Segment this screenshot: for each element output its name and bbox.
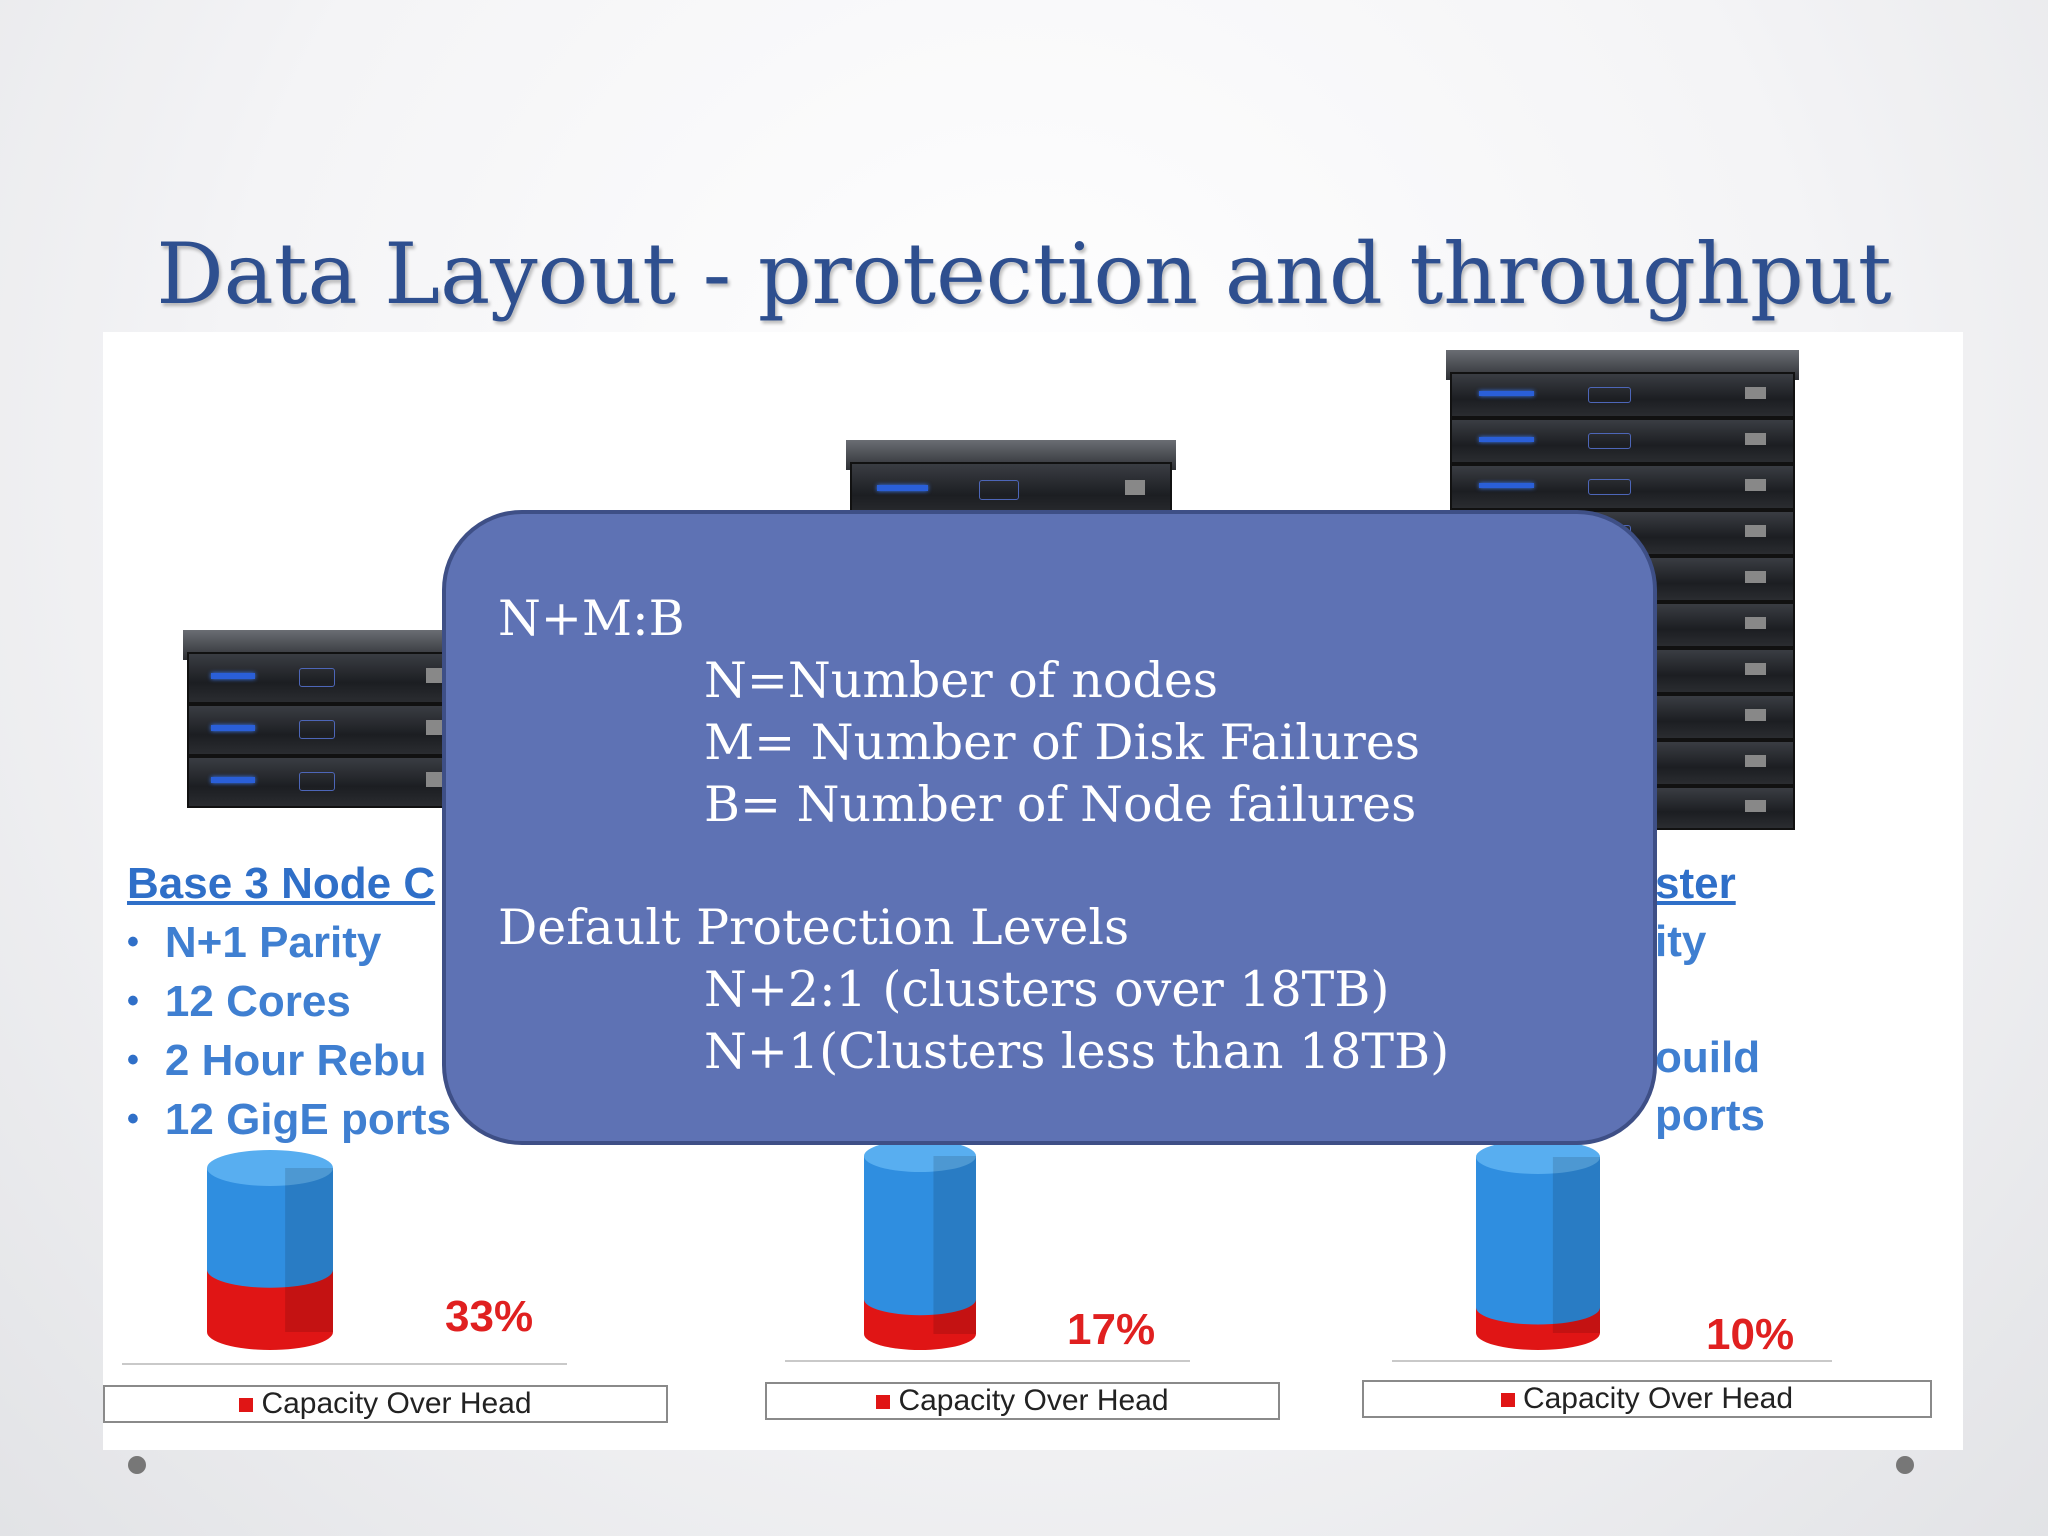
overhead-cylinder-2 bbox=[864, 1140, 976, 1350]
decorative-dot-left bbox=[128, 1456, 146, 1474]
cluster-1-bullet: 12 GigE ports bbox=[127, 1090, 451, 1149]
chart-baseline-2 bbox=[785, 1360, 1190, 1362]
chart-baseline-1 bbox=[122, 1363, 567, 1365]
callout-level: N+1(Clusters less than 18TB) bbox=[704, 1023, 1450, 1080]
cylinder-overhead-segment bbox=[207, 1269, 333, 1350]
cylinder-top bbox=[864, 1140, 976, 1172]
legend-2: Capacity Over Head bbox=[765, 1382, 1280, 1420]
cylinder-top bbox=[1476, 1140, 1600, 1174]
legend-swatch bbox=[876, 1395, 891, 1409]
server-stack-middle bbox=[846, 440, 1176, 520]
cylinder-shade bbox=[1552, 1157, 1600, 1333]
cylinder-shade bbox=[285, 1168, 333, 1332]
protection-callout: N+M:B N=Number of nodes M= Number of Dis… bbox=[442, 510, 1657, 1145]
overhead-cylinder-3 bbox=[1476, 1140, 1600, 1350]
callout-level: N+2:1 (clusters over 18TB) bbox=[704, 961, 1390, 1018]
cluster-3-text: ster ity ouild ports bbox=[1655, 855, 1765, 1145]
cluster-1-text: Base 3 Node C N+1 Parity 12 Cores 2 Hour… bbox=[127, 855, 451, 1149]
cluster-3-bullet: ouild bbox=[1655, 1033, 1761, 1082]
cluster-3-bullet: ity bbox=[1655, 917, 1707, 966]
cluster-3-heading: ster bbox=[1655, 859, 1736, 908]
callout-formula: N+M:B bbox=[498, 590, 685, 647]
server-stack-3-node bbox=[183, 630, 471, 815]
callout-definition: B= Number of Node failures bbox=[704, 776, 1417, 833]
legend-1: Capacity Over Head bbox=[103, 1385, 668, 1423]
cluster-1-bullet: 2 Hour Rebu bbox=[127, 1031, 451, 1090]
overhead-cylinder-1 bbox=[207, 1150, 333, 1350]
cylinder-data-segment bbox=[207, 1168, 333, 1288]
cluster-1-bullet: 12 Cores bbox=[127, 972, 451, 1031]
slide-title: Data Layout - protection and throughput bbox=[156, 225, 1892, 323]
chart-baseline-3 bbox=[1392, 1360, 1832, 1362]
legend-label: Capacity Over Head bbox=[261, 1387, 532, 1420]
cylinder-top bbox=[207, 1150, 333, 1186]
callout-levels-heading: Default Protection Levels bbox=[498, 899, 1130, 956]
legend-label: Capacity Over Head bbox=[1522, 1382, 1794, 1415]
cluster-3-bullet: ports bbox=[1655, 1091, 1765, 1140]
cylinder-shade bbox=[933, 1156, 976, 1334]
cluster-3-bullet bbox=[1655, 971, 1765, 1029]
legend-3: Capacity Over Head bbox=[1362, 1380, 1932, 1418]
overhead-percent-1: 33% bbox=[445, 1292, 534, 1341]
cluster-1-heading: Base 3 Node C bbox=[127, 859, 436, 908]
legend-swatch bbox=[239, 1398, 254, 1412]
cylinder-data-segment bbox=[1476, 1157, 1600, 1325]
callout-definition: N=Number of nodes bbox=[704, 652, 1218, 709]
cluster-1-bullet: N+1 Parity bbox=[127, 913, 451, 972]
callout-definition: M= Number of Disk Failures bbox=[704, 714, 1421, 771]
cylinder-data-segment bbox=[864, 1156, 976, 1316]
overhead-percent-3: 10% bbox=[1706, 1310, 1795, 1359]
legend-swatch bbox=[1500, 1393, 1515, 1407]
legend-label: Capacity Over Head bbox=[898, 1384, 1169, 1417]
decorative-dot-right bbox=[1896, 1456, 1914, 1474]
overhead-percent-2: 17% bbox=[1067, 1305, 1156, 1354]
